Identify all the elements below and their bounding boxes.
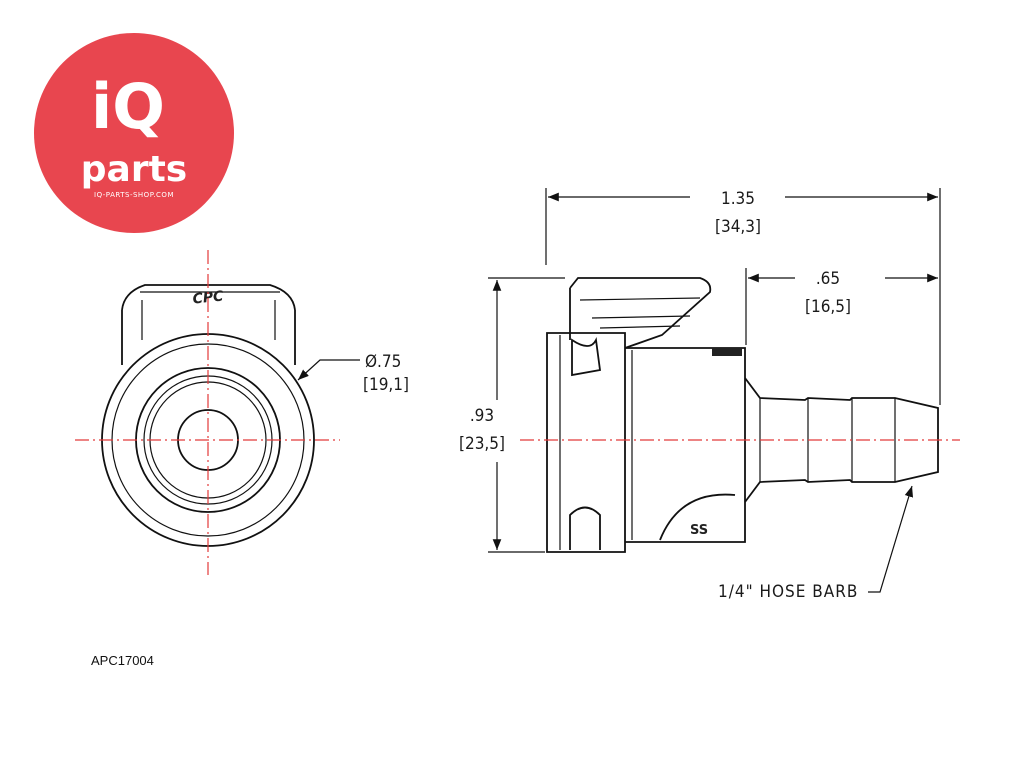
end-view: CPC Ø.75 [19,1] [75,250,409,575]
logo-circle [34,33,234,233]
part-number: APC17004 [91,653,154,668]
side-marking-block [712,348,742,356]
diameter-leader [297,359,360,381]
barb-length-mm: [16,5] [805,297,851,317]
diameter-mm: [19,1] [363,375,409,395]
logo-brand-top: iQ [91,70,165,143]
hose-barb-leader [868,485,914,593]
height-mm: [23,5] [459,434,505,454]
logo-website: IQ-PARTS-SHOP.COM [94,191,174,199]
overall-length-mm: [34,3] [715,217,761,237]
bottom-bump [659,493,736,541]
ss-marking: SS [690,523,708,538]
latch-block-detail [140,291,280,340]
overall-length-inch: 1.35 [721,189,755,209]
latch-ribs [579,297,701,329]
barb-length-inch: .65 [816,269,840,289]
latch [569,277,712,349]
cpc-marking: CPC [192,288,225,307]
latch-button [571,336,602,377]
iq-parts-logo: iQ parts IQ-PARTS-SHOP.COM [34,33,234,233]
hose-barb-label: 1/4" HOSE BARB [718,582,858,602]
side-view: SS 1.35 [34,3] .65 [16,5] .93 [23,5] 1/4… [459,188,960,602]
height-inch: .93 [470,406,494,426]
main-body [625,347,746,543]
logo-brand-bottom: parts [81,149,187,190]
front-body [546,332,626,553]
diameter-inch: Ø.75 [365,352,401,372]
bottom-slot [569,506,601,550]
